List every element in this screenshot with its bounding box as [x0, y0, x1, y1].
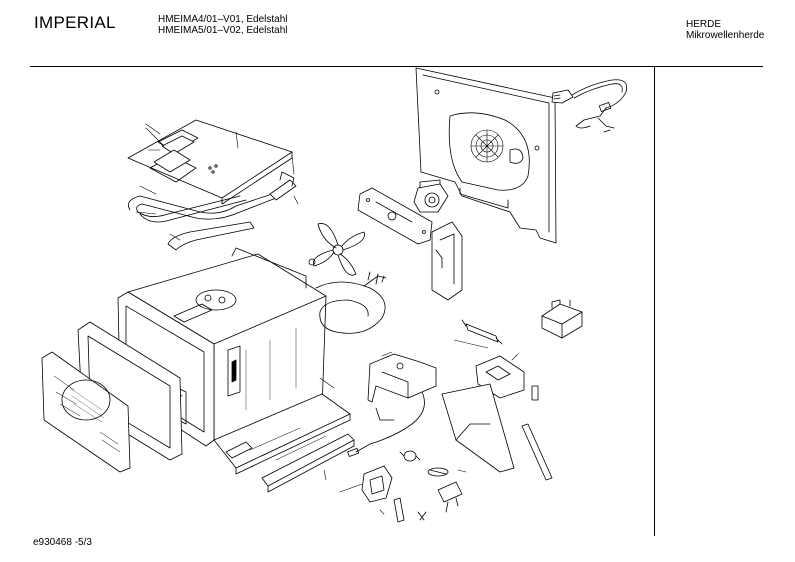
door-latch: [362, 466, 392, 502]
lower-heating-tube: [168, 222, 254, 250]
leader-lines: [136, 124, 518, 514]
product-category: HERDE Mikrowellenherde: [686, 19, 764, 41]
category-line-1: HERDE: [686, 19, 722, 30]
thermal-fuse: [454, 320, 502, 348]
convection-fan: [309, 223, 365, 275]
transformer: [542, 300, 582, 338]
power-cable: [552, 80, 627, 132]
brand-name: IMPERIAL: [34, 13, 116, 32]
control-bracket: [368, 354, 436, 420]
base-plate: [214, 394, 350, 474]
fan-grille: [471, 130, 503, 162]
top-cover-plate: [128, 120, 292, 204]
model-list: HMEIMA4/01–V01, Edelstahl HMEIMA5/01–V02…: [158, 14, 288, 36]
cable-tie: [394, 498, 426, 522]
air-duct: [432, 222, 462, 300]
ring-heating-element: [316, 272, 386, 333]
door-glass-pattern: [70, 388, 104, 422]
margin-divider: [654, 66, 655, 536]
drawing-code: e930468 -5/3: [33, 537, 92, 548]
hinge-plate: [442, 384, 514, 472]
rear-wall-panel: [416, 68, 556, 243]
control-knob: [400, 451, 420, 461]
micro-switch: [438, 482, 462, 512]
category-line-2: Mikrowellenherde: [686, 30, 765, 41]
top-heating-element: [128, 194, 276, 222]
header-divider: [30, 66, 763, 67]
control-labels: [154, 136, 194, 172]
temperature-sensor: [348, 392, 425, 457]
heating-element-clamp: [270, 172, 296, 200]
lamp-socket: [428, 468, 448, 476]
door-rod: [522, 424, 552, 480]
motor-bracket: [358, 188, 432, 244]
model-line-1: HMEIMA4/01–V01, Edelstahl: [158, 14, 288, 25]
fan-motor: [414, 180, 448, 212]
front-trim-strip: [262, 434, 354, 492]
model-line-2: HMEIMA5/01–V02, Edelstahl: [158, 25, 288, 36]
inner-door-panel: [42, 352, 130, 472]
